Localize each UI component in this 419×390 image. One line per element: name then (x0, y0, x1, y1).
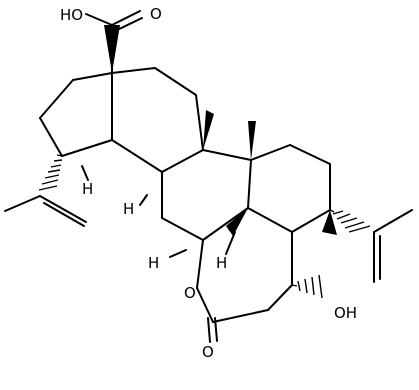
wedge-bonds (104, 25, 337, 236)
bond-lines (4, 10, 413, 343)
atom-labels: O HO OH O O H H H H (60, 5, 357, 361)
ring-oxygen-label: O (184, 284, 196, 302)
hydrogen-label-3: H (148, 254, 159, 272)
lactone-carbonyl-oxygen-label: O (202, 343, 214, 361)
hydrogen-label-2: H (123, 200, 134, 218)
hydrogen-label-1: H (82, 180, 93, 198)
hydrogen-label-4: H (216, 254, 227, 272)
hydroxyl-label: OH (334, 304, 357, 322)
acid-carbonyl-oxygen-label: O (150, 5, 162, 23)
hashed-bonds (38, 154, 371, 299)
acid-hydroxyl-label: HO (60, 6, 83, 24)
